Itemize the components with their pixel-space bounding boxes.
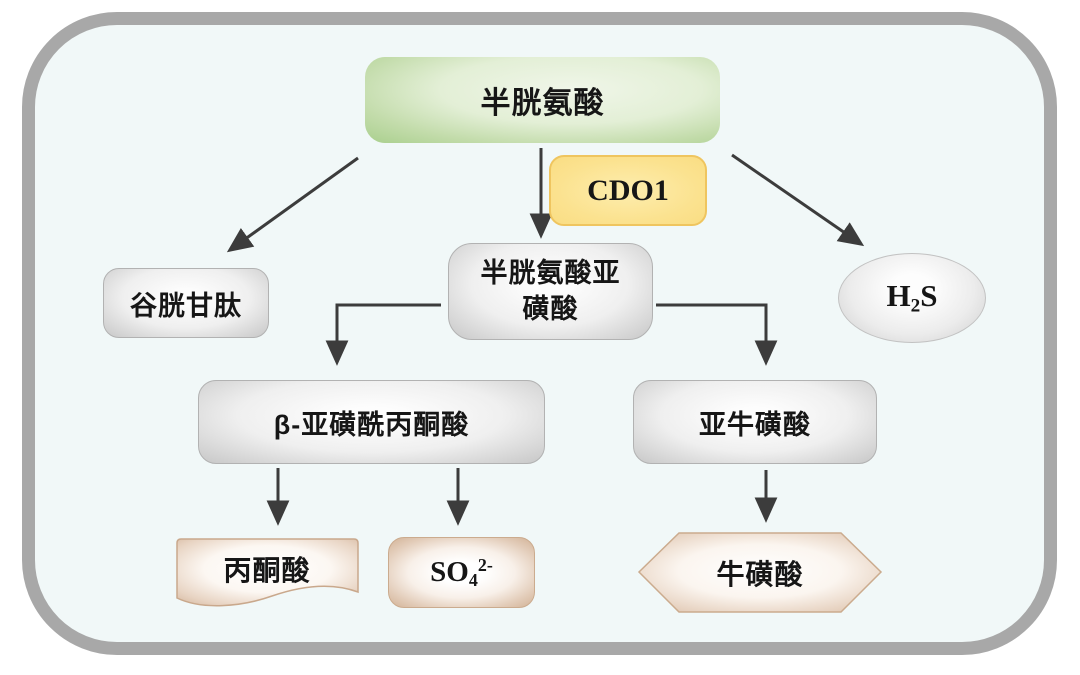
sulfate-superscript: 2- xyxy=(477,554,493,575)
node-beta-sulfinylpyruvate-label: β-亚磺酰丙酮酸 xyxy=(273,409,470,440)
node-cysteine-sulfinate: 半胱氨酸亚磺酸 xyxy=(448,243,653,340)
node-cysteine-sulfinate-label: 半胱氨酸亚磺酸 xyxy=(480,258,621,324)
node-taurine: 牛磺酸 xyxy=(636,531,884,614)
sulfate-subscript: 4 xyxy=(468,569,478,590)
node-cysteine: 半胱氨酸 xyxy=(365,57,720,143)
node-pyruvate-label: 丙酮酸 xyxy=(223,555,311,586)
node-taurine-label: 牛磺酸 xyxy=(716,558,804,590)
h2s-symbol-tail: S xyxy=(920,278,938,314)
sulfate-symbol: SO xyxy=(430,555,469,588)
node-cdo1-enzyme: CDO1 xyxy=(549,155,707,226)
hexagon-shape xyxy=(637,532,883,613)
node-h2s-label: H2S xyxy=(887,278,938,317)
node-h2s: H2S xyxy=(838,253,986,343)
node-sulfate: SO42- xyxy=(388,537,535,608)
node-sulfate-label: SO42- xyxy=(430,555,493,591)
node-glutathione: 谷胱甘肽 xyxy=(103,268,269,338)
node-cysteine-label: 半胱氨酸 xyxy=(480,87,605,120)
node-cdo1-label: CDO1 xyxy=(587,173,669,207)
h2s-symbol: H xyxy=(886,278,911,314)
node-hypotaurine: 亚牛磺酸 xyxy=(633,380,877,464)
node-beta-sulfinylpyruvate: β-亚磺酰丙酮酸 xyxy=(198,380,545,464)
document-shape xyxy=(176,538,359,607)
node-hypotaurine-label: 亚牛磺酸 xyxy=(699,409,811,440)
node-glutathione-label: 谷胱甘肽 xyxy=(130,290,242,321)
node-pyruvate: 丙酮酸 xyxy=(173,535,361,613)
h2s-subscript: 2 xyxy=(910,295,921,317)
